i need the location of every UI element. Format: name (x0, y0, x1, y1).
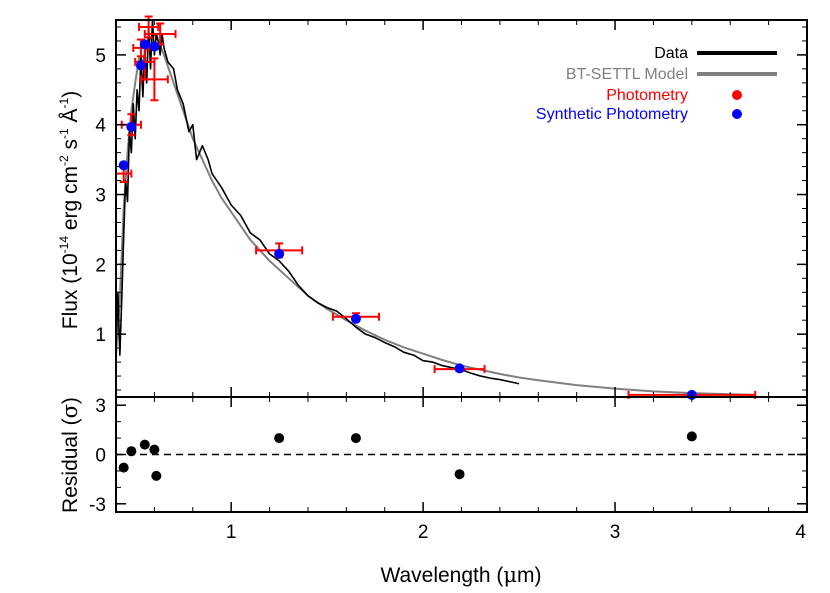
residual-point (151, 470, 162, 481)
synthetic-photometry-point (454, 363, 465, 374)
residual-point (118, 462, 129, 473)
flux-title-exp: -1 (57, 97, 71, 108)
flux-tick-label: 4 (95, 116, 106, 137)
flux-title-exp: -14 (57, 236, 71, 254)
flux-title-part: Flux (10 (59, 253, 82, 329)
residual-point (686, 431, 697, 442)
residual-panel-ticks (116, 397, 807, 512)
x-tick-labels: 1 2 3 4 (226, 522, 807, 543)
flux-y-tick-labels: 1 2 3 4 5 (95, 46, 106, 346)
flux-title-part: s (59, 139, 82, 155)
flux-title-exp: -1 (57, 128, 71, 139)
residual-title-part: Residual ( (59, 418, 82, 513)
residual-title-sigma: σ (58, 404, 82, 418)
wavelength-tick-label: 3 (610, 522, 621, 543)
wavelength-title-part: Wavelength ( (380, 564, 503, 587)
photometry-point (139, 57, 169, 102)
synthetic-photometry-point (274, 248, 285, 259)
flux-title-exp: -2 (57, 155, 71, 166)
flux-panel: 1 2 3 4 5 Data BT-SETTL Model Photometry Syn… (57, 15, 808, 400)
residual-point (126, 446, 137, 457)
residual-point (139, 439, 150, 450)
residual-point (350, 433, 361, 444)
flux-tick-label: 2 (95, 255, 106, 276)
wavelength-tick-label: 2 (418, 522, 429, 543)
legend-label-photometry: Photometry (606, 87, 688, 104)
legend-label-data: Data (654, 45, 688, 62)
residual-point (454, 469, 465, 480)
synthetic-photometry-point (118, 160, 129, 171)
synthetic-photometry-point (350, 313, 361, 324)
residual-point (274, 433, 285, 444)
legend: Data BT-SETTL Model Photometry Synthetic… (536, 45, 777, 123)
flux-title-part: erg cm (59, 166, 82, 236)
wavelength-title-mu: μ (503, 563, 517, 587)
legend-label-model: BT-SETTL Model (566, 66, 688, 83)
wavelength-title-part: m) (517, 564, 542, 587)
legend-swatch-synthetic (732, 109, 742, 119)
flux-title-part: ) (59, 91, 82, 98)
synthetic-photometry-point (126, 121, 137, 132)
flux-panel-ticks (116, 20, 807, 397)
residual-tick-label: 3 (95, 396, 106, 417)
residual-point (149, 444, 160, 455)
wavelength-tick-label: 4 (795, 522, 806, 543)
flux-title-part: Å (59, 108, 82, 128)
flux-panel-frame (115, 19, 808, 398)
residual-panel: -3 0 3 1 2 3 4 Residual (σ) Wavelength (μm) (58, 396, 808, 587)
residual-points (118, 431, 697, 481)
data-line (115, 19, 520, 385)
residual-tick-label: 0 (95, 446, 106, 467)
flux-tick-label: 1 (95, 325, 106, 346)
synthetic-photometry-point (135, 60, 146, 71)
residual-tick-label: -3 (89, 495, 106, 516)
wavelength-tick-label: 1 (226, 522, 237, 543)
residual-panel-frame (115, 396, 808, 513)
residual-y-tick-labels: -3 0 3 (89, 396, 106, 516)
legend-label-synthetic: Synthetic Photometry (536, 106, 688, 123)
flux-axis-title: Flux (10-14 erg cm-2 s-1 Å-1) (57, 91, 82, 329)
photometry-point (143, 22, 177, 46)
legend-swatch-photometry (732, 90, 742, 100)
flux-tick-label: 3 (95, 186, 106, 207)
data-series (115, 19, 520, 385)
synthetic-photometry-points (118, 39, 697, 400)
flux-tick-label: 5 (95, 46, 106, 67)
synthetic-photometry-point (139, 39, 150, 50)
residual-title-part: ) (59, 397, 82, 404)
wavelength-axis-title: Wavelength (μm) (380, 563, 541, 587)
residual-axis-title: Residual (σ) (58, 397, 82, 513)
synthetic-photometry-point (149, 41, 160, 52)
